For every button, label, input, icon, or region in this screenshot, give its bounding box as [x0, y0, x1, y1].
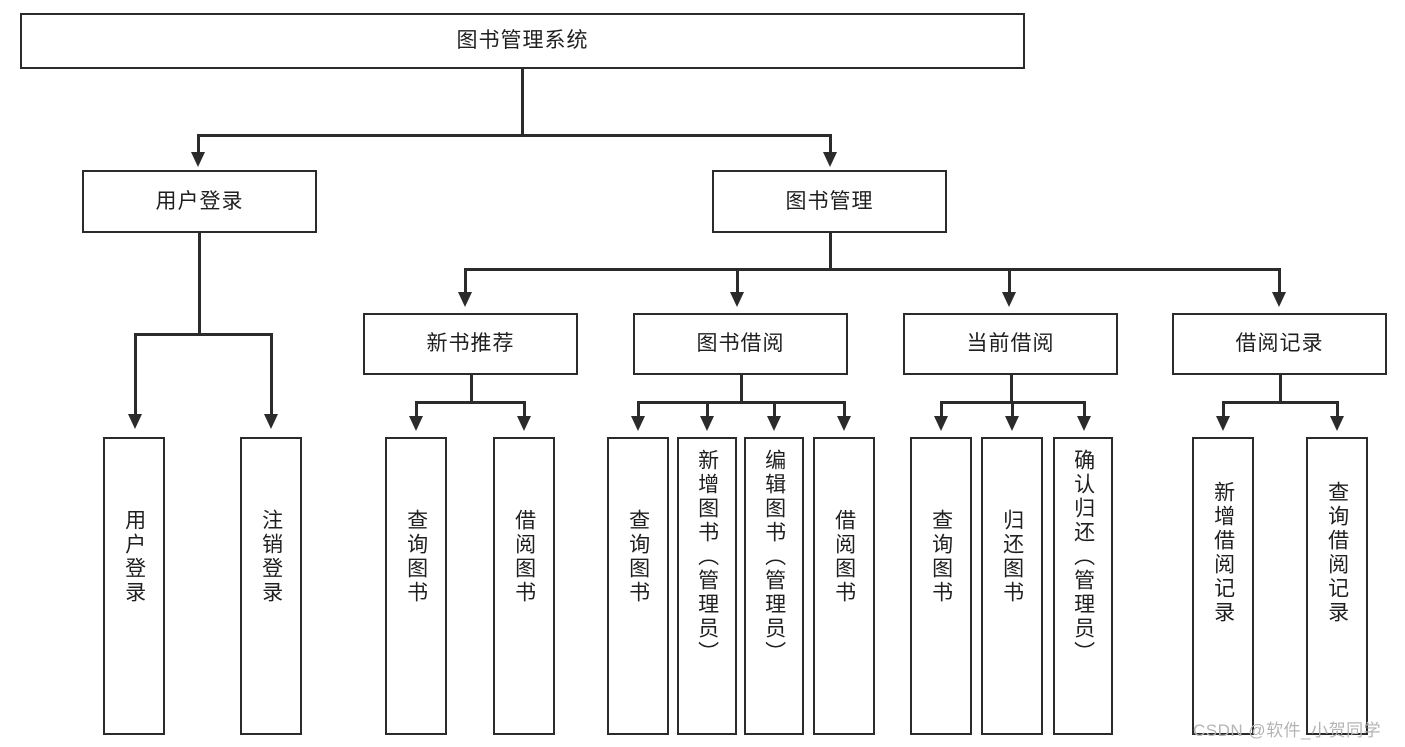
node-leaf-query-book-2-label: 查询图书	[626, 509, 650, 605]
node-leaf-query-book-2[interactable]: 查询图书	[607, 437, 669, 735]
arrowhead-leaf-confirm-return	[1077, 416, 1091, 431]
connector-br-stem	[1279, 375, 1282, 403]
connector-user-login-bus	[134, 333, 272, 336]
connector-nbr-stem	[470, 375, 473, 403]
connector-root-to-book-manage	[829, 134, 832, 156]
arrowhead-leaf-user-logout	[264, 414, 278, 429]
arrowhead-leaf-user-login	[128, 414, 142, 429]
arrowhead-book-borrow	[730, 292, 744, 307]
node-leaf-user-login-label: 用户登录	[122, 509, 146, 605]
connector-br-drop-2	[1336, 401, 1339, 419]
node-leaf-user-login[interactable]: 用户登录	[103, 437, 165, 735]
connector-bm-drop-3	[1008, 268, 1011, 296]
node-root[interactable]: 图书管理系统	[20, 13, 1025, 69]
connector-root-to-user-login	[197, 134, 200, 156]
node-borrow-record[interactable]: 借阅记录	[1172, 313, 1387, 375]
arrowhead-leaf-borrow-book-2	[837, 416, 851, 431]
node-leaf-edit-book[interactable]: 编辑图书（管理员）	[744, 437, 804, 735]
arrowhead-current-borrow	[1002, 292, 1016, 307]
connector-cb-stem	[1010, 375, 1013, 403]
connector-nbr-drop-1	[415, 401, 418, 419]
connector-br-drop-1	[1222, 401, 1225, 419]
node-leaf-confirm-return[interactable]: 确认归还（管理员）	[1053, 437, 1113, 735]
connector-bb-drop-3	[773, 401, 776, 419]
node-new-book-recommend-label: 新书推荐	[426, 332, 515, 356]
node-book-borrow-label: 图书借阅	[696, 332, 785, 356]
node-leaf-borrow-book-2-label: 借阅图书	[832, 509, 856, 605]
connector-bb-drop-2	[706, 401, 709, 419]
node-book-borrow[interactable]: 图书借阅	[633, 313, 848, 375]
connector-cb-drop-3	[1083, 401, 1086, 419]
node-leaf-query-book-3-label: 查询图书	[929, 509, 953, 605]
connector-bb-drop-4	[843, 401, 846, 419]
arrowhead-leaf-edit-book	[767, 416, 781, 431]
node-leaf-borrow-book-1-label: 借阅图书	[512, 509, 536, 605]
connector-bb-bus	[637, 401, 845, 404]
node-new-book-recommend[interactable]: 新书推荐	[363, 313, 578, 375]
arrowhead-leaf-borrow-book-1	[517, 416, 531, 431]
connector-bm-drop-2	[736, 268, 739, 296]
node-leaf-query-record[interactable]: 查询借阅记录	[1306, 437, 1368, 735]
node-leaf-borrow-book-2[interactable]: 借阅图书	[813, 437, 875, 735]
arrowhead-user-login	[191, 152, 205, 167]
connector-root-stem	[521, 69, 524, 136]
node-user-login[interactable]: 用户登录	[82, 170, 317, 233]
arrowhead-book-manage	[823, 152, 837, 167]
node-book-manage-label: 图书管理	[785, 189, 874, 213]
node-book-manage[interactable]: 图书管理	[712, 170, 947, 233]
node-leaf-query-book-3[interactable]: 查询图书	[910, 437, 972, 735]
connector-root-bus	[197, 134, 831, 137]
connector-bm-drop-1	[464, 268, 467, 296]
arrowhead-leaf-add-book	[700, 416, 714, 431]
node-leaf-add-book[interactable]: 新增图书（管理员）	[677, 437, 737, 735]
arrowhead-leaf-query-book-2	[631, 416, 645, 431]
connector-cb-drop-2	[1011, 401, 1014, 419]
node-leaf-user-logout[interactable]: 注销登录	[240, 437, 302, 735]
arrowhead-leaf-return-book	[1005, 416, 1019, 431]
arrowhead-borrow-record	[1272, 292, 1286, 307]
arrowhead-leaf-query-record	[1330, 416, 1344, 431]
node-leaf-query-book-1-label: 查询图书	[404, 509, 428, 605]
node-leaf-return-book-label: 归还图书	[1000, 509, 1024, 605]
connector-nbr-bus	[415, 401, 525, 404]
connector-book-manage-stem	[829, 233, 832, 270]
connector-br-bus	[1222, 401, 1338, 404]
node-user-login-label: 用户登录	[155, 189, 244, 213]
node-leaf-confirm-return-label: 确认归还（管理员）	[1071, 449, 1095, 665]
arrowhead-new-book-recommend	[458, 292, 472, 307]
connector-nbr-drop-2	[523, 401, 526, 419]
arrowhead-leaf-query-book-1	[409, 416, 423, 431]
node-leaf-borrow-book-1[interactable]: 借阅图书	[493, 437, 555, 735]
node-leaf-user-logout-label: 注销登录	[259, 509, 283, 605]
node-leaf-edit-book-label: 编辑图书（管理员）	[762, 449, 786, 665]
connector-user-login-drop-2	[270, 333, 273, 418]
node-leaf-query-book-1[interactable]: 查询图书	[385, 437, 447, 735]
node-leaf-add-record-label: 新增借阅记录	[1211, 481, 1235, 625]
node-current-borrow-label: 当前借阅	[966, 332, 1055, 356]
connector-cb-drop-1	[940, 401, 943, 419]
arrowhead-leaf-query-book-3	[934, 416, 948, 431]
connector-user-login-stem	[198, 233, 201, 335]
connector-bm-drop-4	[1278, 268, 1281, 296]
node-current-borrow[interactable]: 当前借阅	[903, 313, 1118, 375]
node-leaf-return-book[interactable]: 归还图书	[981, 437, 1043, 735]
connector-book-manage-bus	[464, 268, 1280, 271]
connector-user-login-drop-1	[134, 333, 137, 418]
node-leaf-add-book-label: 新增图书（管理员）	[695, 449, 719, 665]
node-root-label: 图书管理系统	[456, 29, 589, 53]
node-leaf-add-record[interactable]: 新增借阅记录	[1192, 437, 1254, 735]
arrowhead-leaf-add-record	[1216, 416, 1230, 431]
connector-bb-drop-1	[637, 401, 640, 419]
node-borrow-record-label: 借阅记录	[1235, 332, 1324, 356]
connector-bb-stem	[740, 375, 743, 403]
node-leaf-query-record-label: 查询借阅记录	[1325, 481, 1349, 625]
